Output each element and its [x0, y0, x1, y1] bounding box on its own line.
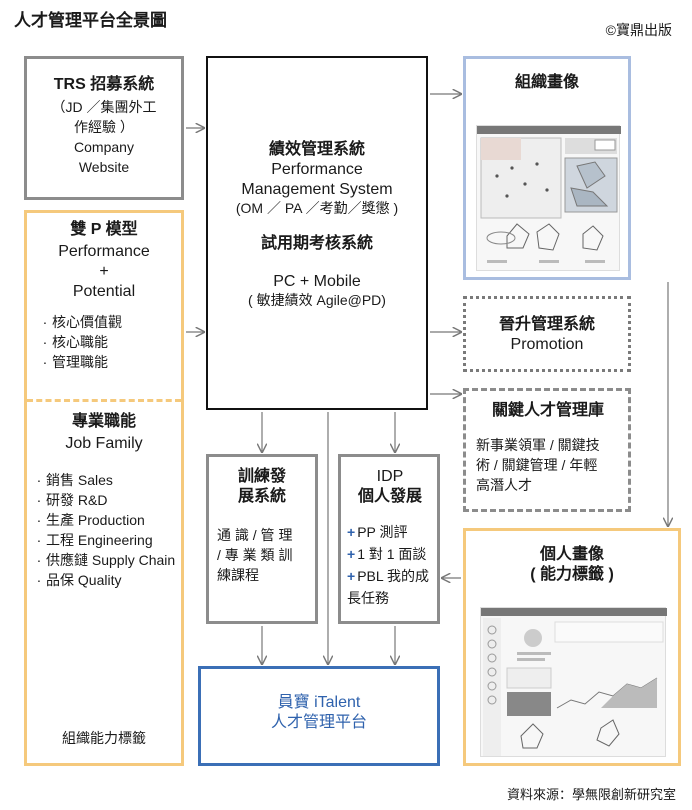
list-item: +PP 測評 [347, 524, 408, 540]
pms-line: PC + Mobile [273, 272, 361, 290]
pms-line: ( 敏捷績效 Agile@PD) [248, 291, 386, 308]
talent-pool-line: 術 / 關鍵管理 / 年輕 [476, 457, 598, 473]
jobfamily-subtitle: Job Family [65, 435, 143, 452]
pms-box: 績效管理系統 Performance Management System (OM… [206, 56, 428, 410]
italent-box: 員寶 iTalent 人才管理平台 [198, 666, 440, 766]
plus-icon: + [347, 568, 356, 584]
trs-title: TRS 招募系統 [53, 76, 155, 93]
idp-title: 個人發展 [357, 488, 422, 505]
page-title: 人才管理平台全景圖 [14, 11, 167, 30]
trs-line: 作經驗 ） [74, 119, 134, 135]
org-portrait-box: 組織畫像 [463, 56, 631, 280]
personal-portrait-title: 個人畫像 [539, 546, 604, 563]
list-item: 管理職能 [38, 352, 184, 372]
training-line: 練課程 [217, 567, 259, 583]
pms-line: Performance [271, 161, 363, 178]
promotion-title: 晉升管理系統 [498, 316, 595, 333]
trs-line: Website [78, 159, 130, 175]
jobfamily-title: 專業職能 [71, 413, 136, 430]
list-item: 生產 Production [32, 510, 184, 530]
trs-line: （JD ／集團外工 [51, 99, 157, 115]
training-title: 展系統 [237, 488, 286, 505]
pms-line: Management System [241, 181, 393, 198]
dualp-list: 核心價值觀 核心職能 管理職能 [38, 312, 184, 372]
personal-portrait-screenshot [480, 607, 667, 757]
list-item: 長任務 [347, 590, 389, 606]
list-item: 研發 R&D [32, 490, 184, 510]
training-box: 訓練發 展系統 通 識 / 管 理 / 專 業 類 訓 練課程 [206, 454, 318, 624]
dualp-line: Performance [58, 243, 150, 260]
list-item: 核心職能 [38, 332, 184, 352]
jobfamily-section: 專業職能 Job Family 銷售 Sales 研發 R&D 生產 Produ… [24, 402, 184, 766]
pms-line: (OM ／ PA ／考勤／獎懲 ) [235, 200, 399, 216]
promotion-subtitle: Promotion [510, 336, 584, 353]
trs-line: Company [74, 139, 134, 155]
dualp-line: Potential [72, 283, 136, 300]
pms-title: 績效管理系統 [268, 141, 365, 158]
talent-pool-line: 高潛人才 [476, 477, 532, 493]
section-divider [27, 399, 181, 402]
personal-portrait-box: 個人畫像 ( 能力標籤 ) [463, 528, 681, 766]
jobfamily-footer: 組織能力標籤 [62, 730, 146, 746]
list-item: +1 對 1 面談 [347, 546, 427, 562]
idp-title: IDP [376, 468, 404, 485]
talent-pool-line: 新事業領軍 / 關鍵技 [476, 437, 600, 453]
training-line: 通 識 / 管 理 [217, 527, 293, 543]
jobfamily-list: 銷售 Sales 研發 R&D 生產 Production 工程 Enginee… [32, 470, 184, 590]
personal-portrait-subtitle: ( 能力標籤 ) [530, 566, 614, 583]
org-portrait-screenshot [476, 125, 621, 271]
dualp-plus: + [99, 263, 109, 280]
list-item: 核心價值觀 [38, 312, 184, 332]
list-item: 銷售 Sales [32, 470, 184, 490]
trs-box: TRS 招募系統 （JD ／集團外工 作經驗 ） Company Website [24, 56, 184, 200]
list-item: +PBL 我的成 [347, 568, 430, 584]
dualp-title: 雙 P 模型 [70, 221, 138, 238]
idp-box: IDP 個人發展 +PP 測評 +1 對 1 面談 +PBL 我的成 長任務 [338, 454, 440, 624]
training-line: / 專 業 類 訓 [217, 547, 293, 563]
talent-pool-title: 關鍵人才管理庫 [491, 402, 604, 419]
probation-title: 試用期考核系統 [260, 234, 373, 252]
org-portrait-title: 組織畫像 [514, 74, 579, 91]
training-title: 訓練發 [237, 468, 286, 485]
promotion-box: 晉升管理系統 Promotion [463, 296, 631, 372]
plus-icon: + [347, 546, 356, 562]
talent-pool-box: 關鍵人才管理庫 新事業領軍 / 關鍵技 術 / 關鍵管理 / 年輕 高潛人才 [463, 388, 631, 512]
source-caption: 資料來源：學無限創新研究室 [506, 787, 676, 802]
plus-icon: + [347, 524, 356, 540]
dualp-section: 雙 P 模型 Performance + Potential 核心價值觀 核心職… [24, 210, 184, 400]
list-item: 工程 Engineering [32, 530, 184, 550]
list-item: 品保 Quality [32, 570, 184, 590]
idp-list: +PP 測評 +1 對 1 面談 +PBL 我的成 長任務 [347, 521, 433, 609]
italent-title: 員寶 iTalent [277, 694, 361, 711]
publisher-label: ©寶鼎出版 [605, 22, 672, 38]
italent-subtitle: 人才管理平台 [270, 714, 367, 731]
list-item: 供應鏈 Supply Chain [32, 550, 184, 570]
